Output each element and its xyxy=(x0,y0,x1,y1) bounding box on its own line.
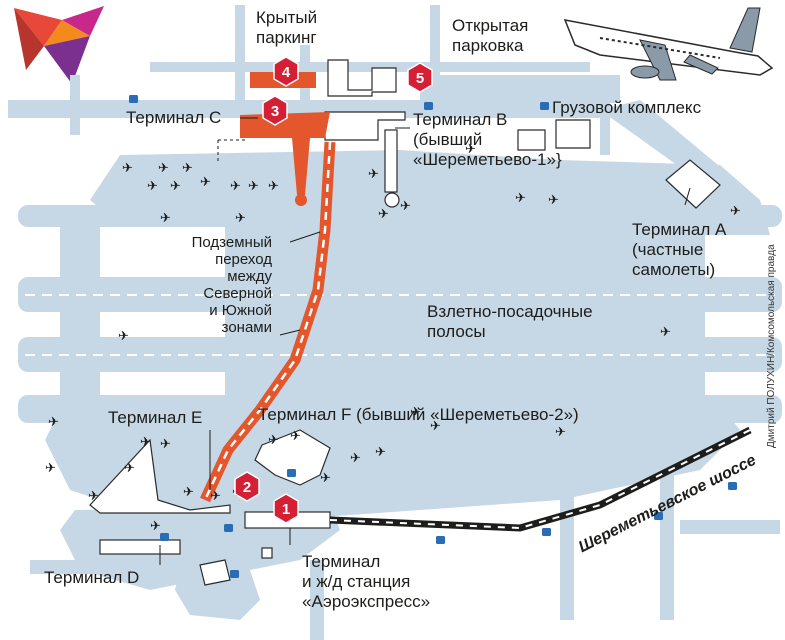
svg-text:✈: ✈ xyxy=(210,489,221,504)
svg-text:✈: ✈ xyxy=(182,161,193,176)
label-terminal-c: Терминал C xyxy=(126,108,222,127)
svg-text:✈: ✈ xyxy=(170,179,181,194)
marker-5-number: 5 xyxy=(416,70,424,87)
label-covered-parking-text: Крытый паркинг xyxy=(256,8,318,47)
svg-text:✈: ✈ xyxy=(118,329,129,344)
svg-text:✈: ✈ xyxy=(248,179,259,194)
svg-text:✈: ✈ xyxy=(368,167,379,182)
marker-1-number: 1 xyxy=(282,501,290,518)
svg-text:✈: ✈ xyxy=(320,471,331,486)
marker-3: 3 xyxy=(262,95,288,126)
svg-text:✈: ✈ xyxy=(350,451,361,466)
label-terminal-a: Терминал A (частные самолеты) xyxy=(632,220,726,280)
photo-credit: Дмитрий ПОЛУХИН/Комсомольская правда xyxy=(766,244,777,448)
airplane-illustration xyxy=(563,7,774,81)
svg-text:✈: ✈ xyxy=(660,325,671,340)
label-terminal-f: Терминал F (бывший «Шереметьево-2») xyxy=(258,405,579,424)
svg-text:✈: ✈ xyxy=(147,179,158,194)
svg-text:✈: ✈ xyxy=(160,437,171,452)
svg-text:✈: ✈ xyxy=(515,191,526,206)
label-open-parking: Открытая парковка xyxy=(452,16,528,56)
marker-4-number: 4 xyxy=(282,64,291,81)
svg-text:✈: ✈ xyxy=(375,445,386,460)
svg-text:✈: ✈ xyxy=(48,415,59,430)
label-terminal-a-text: Терминал A (частные самолеты) xyxy=(632,220,727,279)
label-underground-passage: Подземный переход между Северной и Южной… xyxy=(150,234,272,336)
label-open-parking-text: Открытая парковка xyxy=(452,16,529,55)
svg-text:✈: ✈ xyxy=(235,211,246,226)
label-terminal-e: Терминал E xyxy=(108,408,203,427)
svg-text:✈: ✈ xyxy=(410,405,421,420)
label-underground-passage-text: Подземный переход между Северной и Южной… xyxy=(191,234,272,336)
svg-text:✈: ✈ xyxy=(378,207,389,222)
marker-2-number: 2 xyxy=(243,479,251,496)
svg-text:✈: ✈ xyxy=(160,211,171,226)
label-runways-text: Взлетно-посадочные полосы xyxy=(427,302,593,341)
marker-5: 5 xyxy=(407,62,433,93)
svg-text:✈: ✈ xyxy=(430,419,441,434)
marker-1: 1 xyxy=(273,493,299,524)
runway-centerlines xyxy=(25,294,775,356)
svg-text:✈: ✈ xyxy=(268,179,279,194)
label-terminal-station-text: Терминал и ж/д станция «Аэроэкспресс» xyxy=(302,552,431,611)
underground-passage xyxy=(200,141,336,503)
svg-text:✈: ✈ xyxy=(548,193,559,208)
svg-text:✈: ✈ xyxy=(140,435,151,450)
svg-text:✈: ✈ xyxy=(400,199,411,214)
marker-4: 4 xyxy=(273,56,299,87)
marker-3-number: 3 xyxy=(271,103,279,120)
label-covered-parking: Крытый паркинг xyxy=(256,8,317,48)
label-runways: Взлетно-посадочные полосы xyxy=(427,302,593,342)
svg-text:✈: ✈ xyxy=(45,461,56,476)
svg-text:✈: ✈ xyxy=(465,142,476,157)
svg-text:✈: ✈ xyxy=(158,161,169,176)
label-terminal-d: Терминал D xyxy=(44,568,140,587)
label-terminal-station: Терминал и ж/д станция «Аэроэкспресс» xyxy=(302,552,430,612)
svg-text:✈: ✈ xyxy=(183,485,194,500)
svg-text:✈: ✈ xyxy=(122,161,133,176)
label-terminal-b: Терминал B (бывший «Шереметьево-1»} xyxy=(413,110,562,170)
svg-text:✈: ✈ xyxy=(730,204,741,219)
label-terminal-b-text: Терминал B (бывший «Шереметьево-1»} xyxy=(413,110,562,169)
svg-text:✈: ✈ xyxy=(290,429,301,444)
leader-lines xyxy=(159,117,691,565)
svg-text:✈: ✈ xyxy=(268,433,279,448)
svg-text:✈: ✈ xyxy=(124,461,135,476)
label-cargo-complex: Грузовой комплекс xyxy=(552,98,702,117)
svg-text:✈: ✈ xyxy=(150,519,161,534)
svg-text:✈: ✈ xyxy=(88,489,99,504)
marker-2: 2 xyxy=(234,471,260,502)
bus-stop-icon xyxy=(129,95,737,578)
svg-text:✈: ✈ xyxy=(200,175,211,190)
aeroexpress-railway xyxy=(329,426,752,532)
parked-plane-icon: ✈✈✈ ✈✈✈ ✈✈✈ ✈✈✈ ✈✈✈ ✈✈✈ ✈✈✈ ✈✈✈ ✈✈✈ ✈✈✈ … xyxy=(45,142,741,534)
svg-text:✈: ✈ xyxy=(555,425,566,440)
svg-text:✈: ✈ xyxy=(230,179,241,194)
publisher-bird-logo xyxy=(14,6,104,84)
